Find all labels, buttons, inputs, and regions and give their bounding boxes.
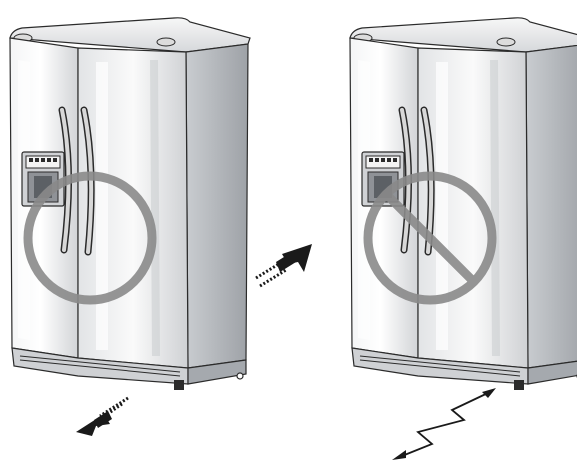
move-forward-arrow-icon — [76, 398, 128, 436]
refrigerator-icon — [350, 18, 577, 390]
incorrect-panel — [350, 18, 577, 460]
refrigerator-icon — [10, 18, 250, 390]
vibration-zigzag-icon — [392, 388, 496, 460]
correct-panel — [10, 18, 312, 436]
move-back-arrow-icon — [256, 244, 312, 286]
